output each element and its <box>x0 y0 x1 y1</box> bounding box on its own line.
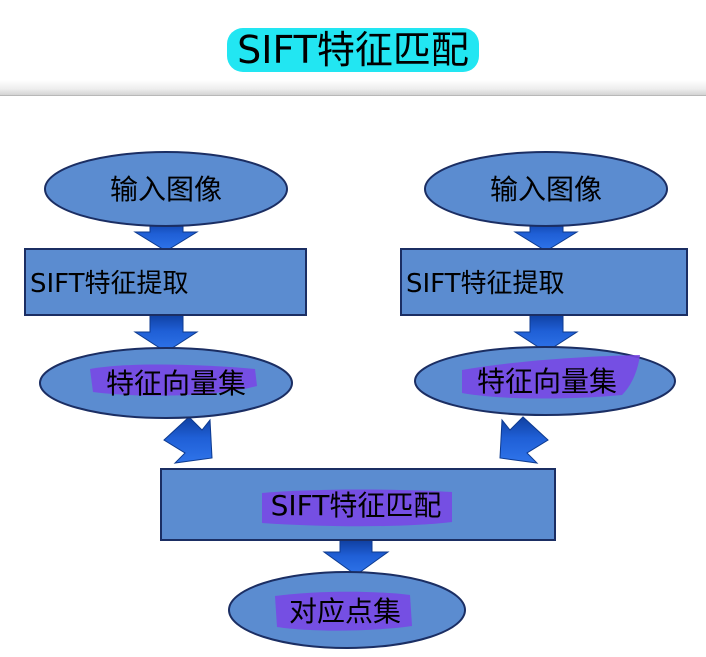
arrow-right-extract-to-vectors <box>513 313 579 353</box>
right-extract-node: SIFT特征提取 <box>400 248 688 316</box>
left-extract-node: SIFT特征提取 <box>24 248 307 316</box>
left-input-node: 输入图像 <box>44 151 288 227</box>
output-highlight <box>275 591 412 631</box>
arrow-left-vectors-to-match <box>163 416 213 464</box>
left-vectors-highlight <box>90 364 257 396</box>
right-input-label: 输入图像 <box>490 173 602 206</box>
right-input-node: 输入图像 <box>424 151 668 227</box>
left-vectors-node: 特征向量集 <box>39 347 293 419</box>
slide-title-highlight: SIFT特征匹配 <box>227 28 479 72</box>
left-extract-label: SIFT特征提取 <box>30 269 189 299</box>
right-extract-label: SIFT特征提取 <box>406 269 565 299</box>
match-label: SIFT特征匹配 <box>271 489 442 522</box>
arrow-match-to-output <box>322 539 390 576</box>
right-vectors-node: 特征向量集 <box>414 346 676 416</box>
match-highlight <box>262 489 452 527</box>
right-vectors-label: 特征向量集 <box>477 365 617 398</box>
output-label: 对应点集 <box>289 595 401 628</box>
left-vectors-label: 特征向量集 <box>106 367 246 400</box>
title-divider <box>0 80 706 96</box>
left-input-label: 输入图像 <box>110 173 222 206</box>
arrow-left-extract-to-vectors <box>133 313 199 353</box>
arrow-right-vectors-to-match <box>499 416 549 464</box>
match-node: SIFT特征匹配 <box>160 468 556 541</box>
output-node: 对应点集 <box>228 571 466 649</box>
slide-title: SIFT特征匹配 <box>0 22 706 78</box>
right-vectors-highlight <box>462 355 640 399</box>
title-divider-line <box>0 95 706 96</box>
